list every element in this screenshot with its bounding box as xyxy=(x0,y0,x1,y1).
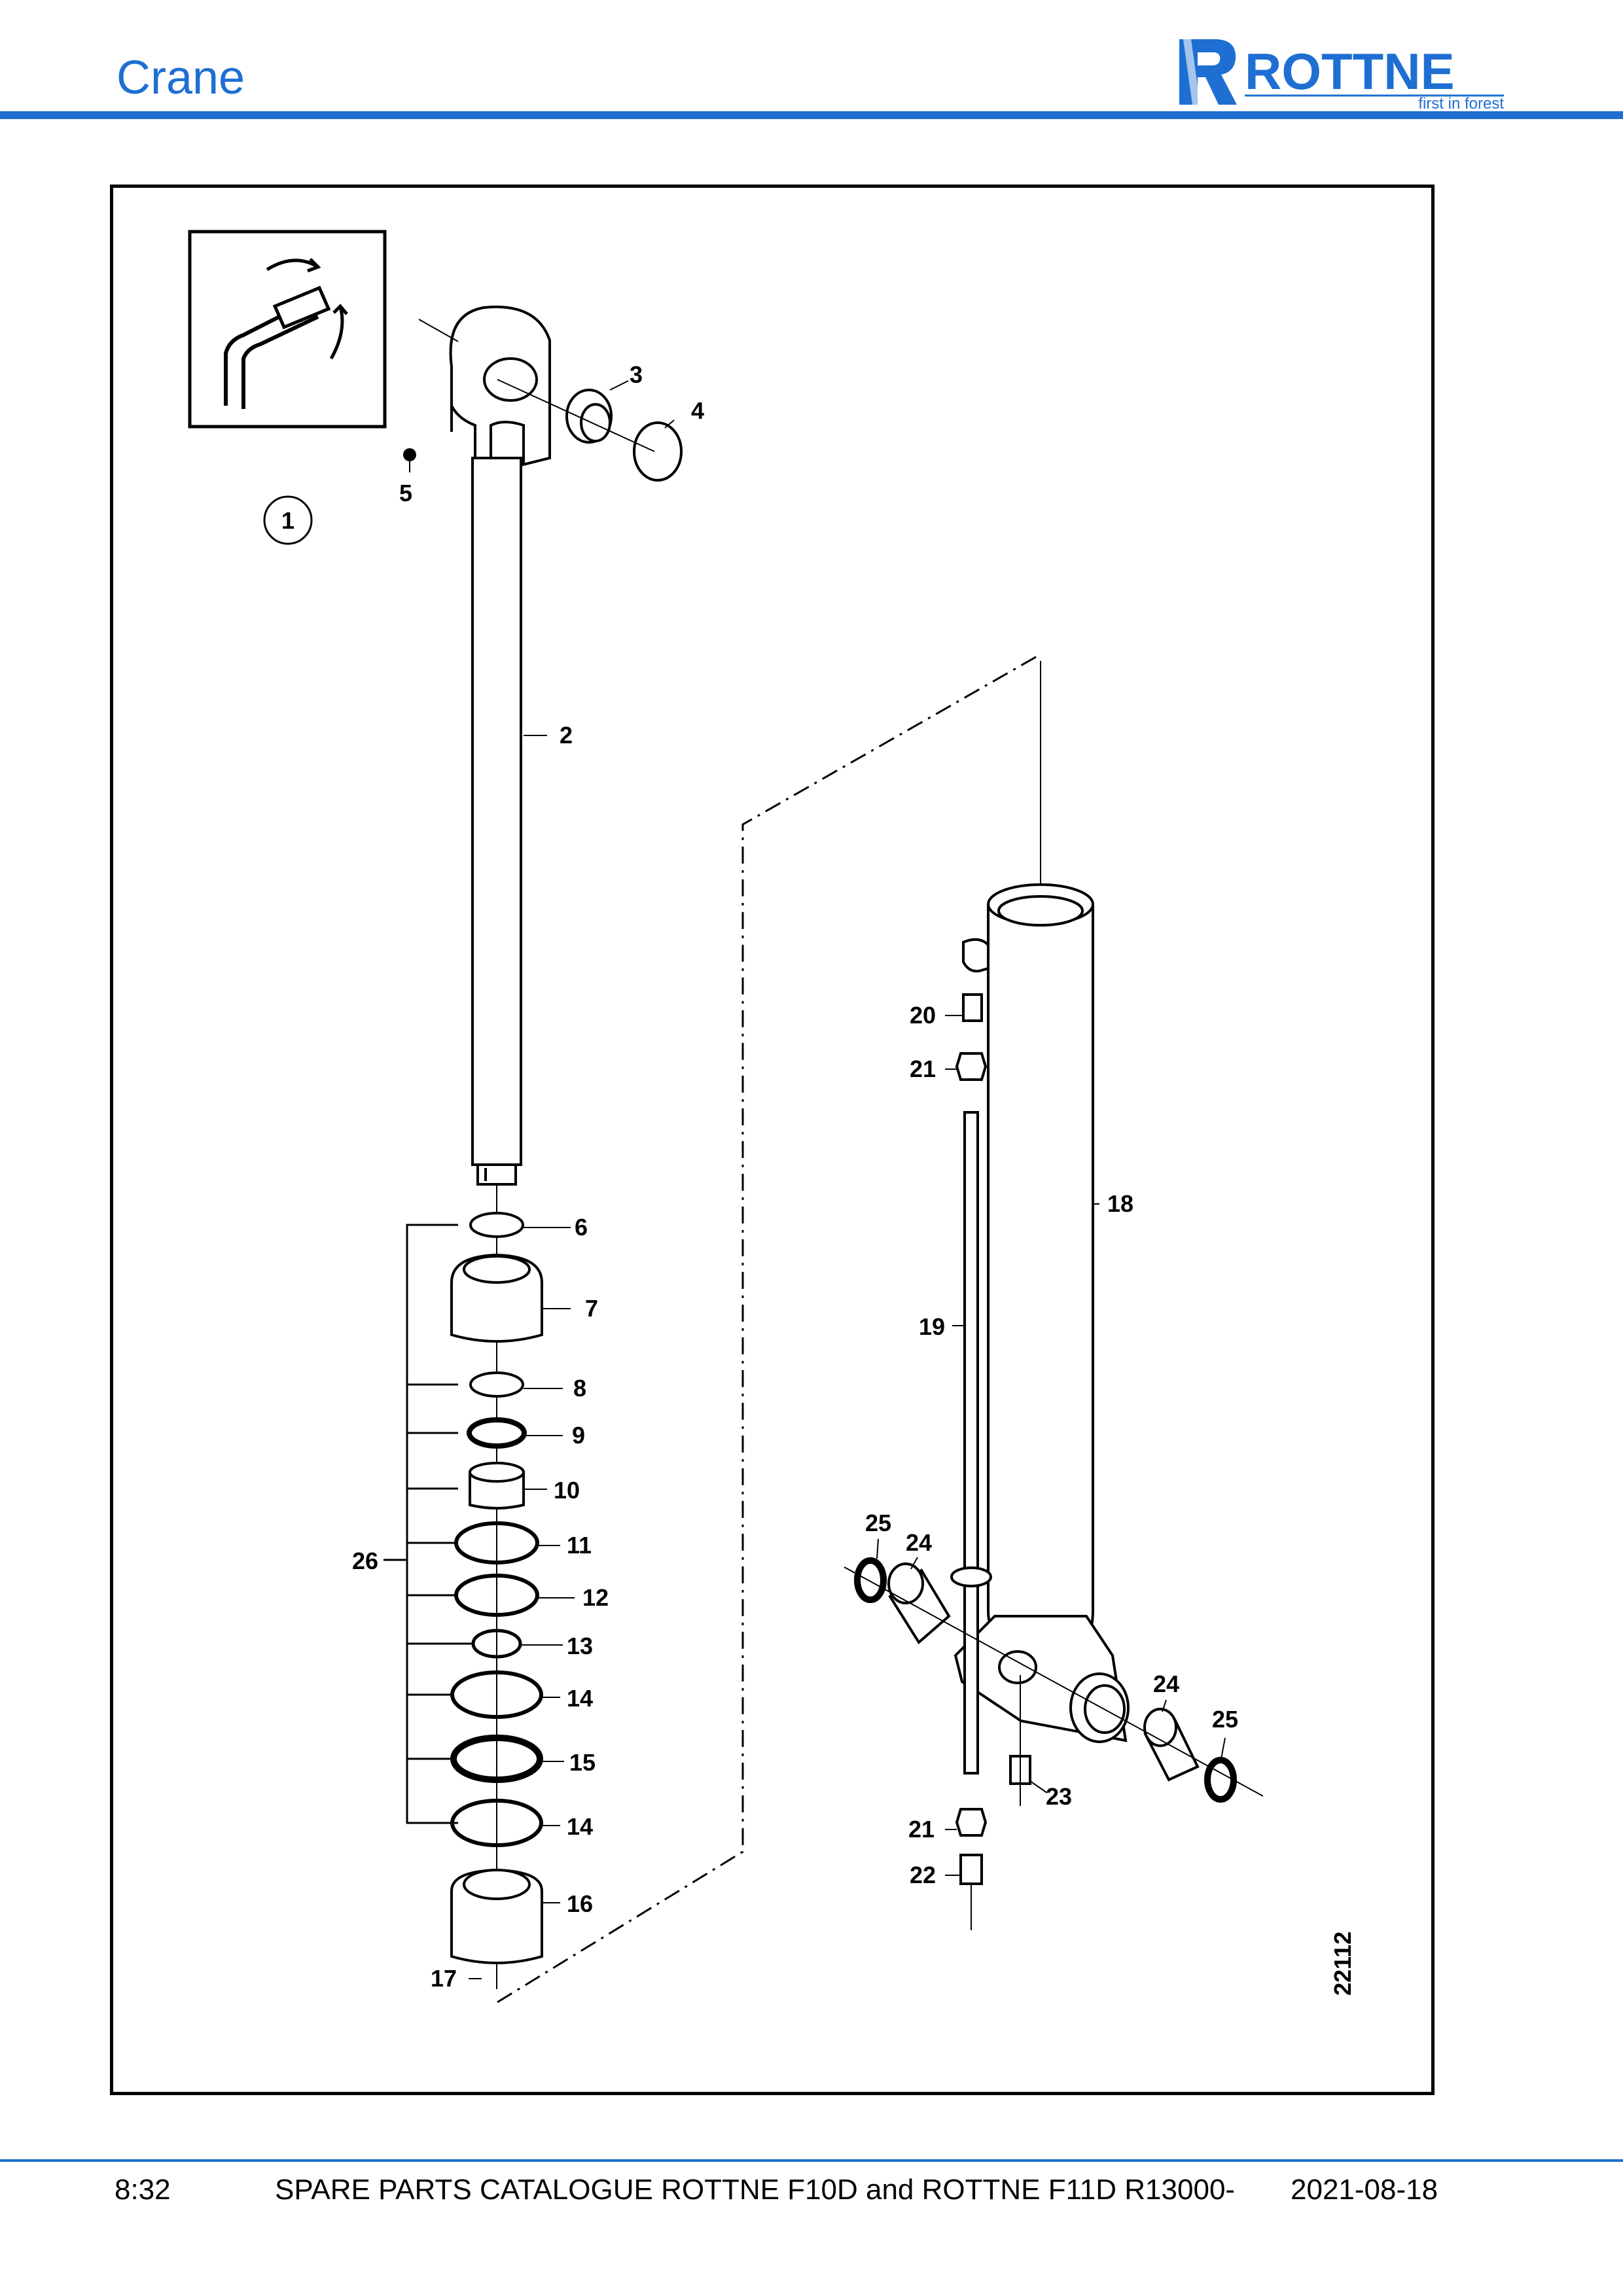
callout-13: 13 xyxy=(567,1633,593,1659)
rottne-logo: ROTTNE first in forest xyxy=(1179,39,1504,111)
circlip-4 xyxy=(633,421,683,482)
callout-22: 22 xyxy=(910,1862,936,1888)
callout-2: 2 xyxy=(560,722,573,749)
callout-4: 4 xyxy=(691,397,704,424)
cylinder-tube-18 xyxy=(954,883,1130,1743)
callout-16: 16 xyxy=(567,1890,593,1917)
page-number: 8:32 xyxy=(115,2174,171,2206)
callout-23: 23 xyxy=(1046,1783,1072,1810)
callout-12: 12 xyxy=(582,1584,609,1611)
callout-25-right: 25 xyxy=(1212,1706,1238,1733)
callout-26: 26 xyxy=(352,1547,378,1574)
callout-24-right: 24 xyxy=(1153,1670,1179,1697)
callout-25-left: 25 xyxy=(865,1510,891,1536)
adapter-22 xyxy=(959,1854,983,1885)
callout-24-left: 24 xyxy=(906,1529,932,1556)
pipe-19 xyxy=(950,1111,992,1775)
callout-15: 15 xyxy=(569,1749,596,1776)
piston-rod-eye xyxy=(449,306,551,477)
kit-26-bracket xyxy=(383,1224,473,1824)
logo-wordmark: ROTTNE xyxy=(1245,43,1455,100)
callout-14-upper: 14 xyxy=(567,1685,593,1712)
callout-14-lower: 14 xyxy=(567,1813,593,1840)
grease-nipple-5 xyxy=(403,448,416,461)
adapter-20 xyxy=(962,993,983,1022)
callout-17: 17 xyxy=(431,1965,457,1992)
callout-10: 10 xyxy=(554,1477,580,1504)
bearing-3 xyxy=(565,389,613,444)
group-marker: 1 xyxy=(263,495,313,545)
piston-rod xyxy=(471,457,522,1186)
callout-20: 20 xyxy=(910,1002,936,1029)
assembly-guide-line xyxy=(497,653,1041,2004)
seal-9 xyxy=(467,1417,527,1449)
nut-21-lower xyxy=(955,1808,988,1837)
logo-tagline: first in forest xyxy=(1418,95,1504,111)
callout-8: 8 xyxy=(573,1375,586,1402)
callout-21-lower: 21 xyxy=(908,1816,935,1843)
callout-21-upper: 21 xyxy=(910,1055,936,1082)
drawing-number: 22112 xyxy=(1329,1932,1356,1996)
bearing-8 xyxy=(469,1371,524,1398)
catalogue-title: SPARE PARTS CATALOGUE ROTTNE F10D and RO… xyxy=(275,2174,1236,2206)
callout-18: 18 xyxy=(1107,1190,1133,1217)
callout-11: 11 xyxy=(567,1532,592,1559)
nut-21-upper xyxy=(955,1052,988,1081)
parts-drawing-frame xyxy=(110,185,1435,2095)
circlip-25-right xyxy=(1204,1757,1237,1803)
group-marker-label: 1 xyxy=(281,507,294,534)
callout-7: 7 xyxy=(585,1295,598,1322)
callout-3: 3 xyxy=(630,361,643,388)
circlip-25-left xyxy=(854,1557,887,1603)
seal-stack xyxy=(450,1212,543,1964)
header-rule xyxy=(0,111,1623,119)
callout-5: 5 xyxy=(399,480,412,506)
page-title: Crane xyxy=(116,52,245,104)
catalogue-date: 2021-08-18 xyxy=(1291,2174,1438,2206)
callout-19: 19 xyxy=(919,1313,945,1340)
callout-9: 9 xyxy=(572,1422,585,1449)
footer-rule xyxy=(0,2159,1623,2162)
wiper-6 xyxy=(469,1212,524,1238)
rottne-r-emblem-icon xyxy=(1179,39,1237,105)
crane-boom-icon xyxy=(188,230,387,429)
callout-6: 6 xyxy=(575,1214,588,1241)
